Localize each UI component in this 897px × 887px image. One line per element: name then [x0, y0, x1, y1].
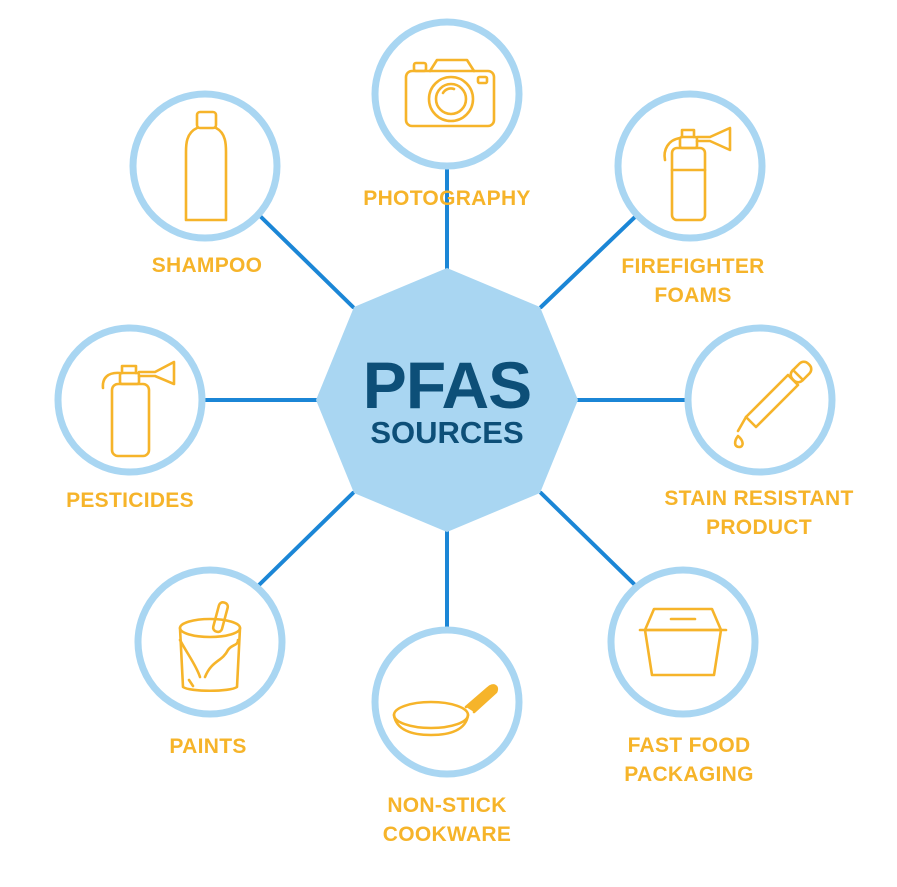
- bottle-icon: [184, 110, 228, 222]
- ring-paints: [134, 566, 286, 718]
- label-fast-food-packaging: FAST FOOD PACKAGING: [624, 734, 754, 786]
- hub-subtitle: SOURCES: [370, 415, 524, 450]
- connector-fast-food-packaging: [539, 491, 637, 587]
- label-photography: PHOTOGRAPHY: [363, 187, 531, 210]
- sprayer-icon: [101, 360, 176, 458]
- hub-title: PFAS: [362, 348, 532, 422]
- ring-pesticides: [54, 324, 206, 476]
- connectors: [204, 165, 690, 634]
- label-firefighter-foams: FIREFIGHTER FOAMS: [621, 255, 765, 307]
- dropper-icon: [733, 360, 813, 449]
- fire-extinguisher-icon: [663, 126, 732, 222]
- connector-paints: [257, 491, 355, 587]
- connector-shampoo: [257, 213, 355, 309]
- ring-fast-food-packaging: [607, 566, 759, 718]
- paint-bucket-icon: [178, 601, 242, 693]
- connector-firefighter-foams: [539, 215, 637, 309]
- frying-pan-icon: [392, 684, 499, 737]
- food-container-icon: [638, 607, 728, 677]
- label-stain-resistant-product: STAIN RESISTANT PRODUCT: [664, 487, 854, 539]
- ring-stain-resistant-product: [684, 324, 836, 476]
- ring-photography: [371, 18, 523, 170]
- label-non-stick-cookware: NON-STICK COOKWARE: [382, 794, 512, 846]
- ring-firefighter-foams: [614, 90, 766, 242]
- label-pesticides: PESTICIDES: [66, 489, 194, 512]
- ring-shampoo: [129, 90, 281, 242]
- label-paints: PAINTS: [169, 735, 247, 758]
- label-shampoo: SHAMPOO: [151, 254, 263, 277]
- camera-icon: [404, 58, 496, 128]
- hub-octagon: [316, 268, 578, 532]
